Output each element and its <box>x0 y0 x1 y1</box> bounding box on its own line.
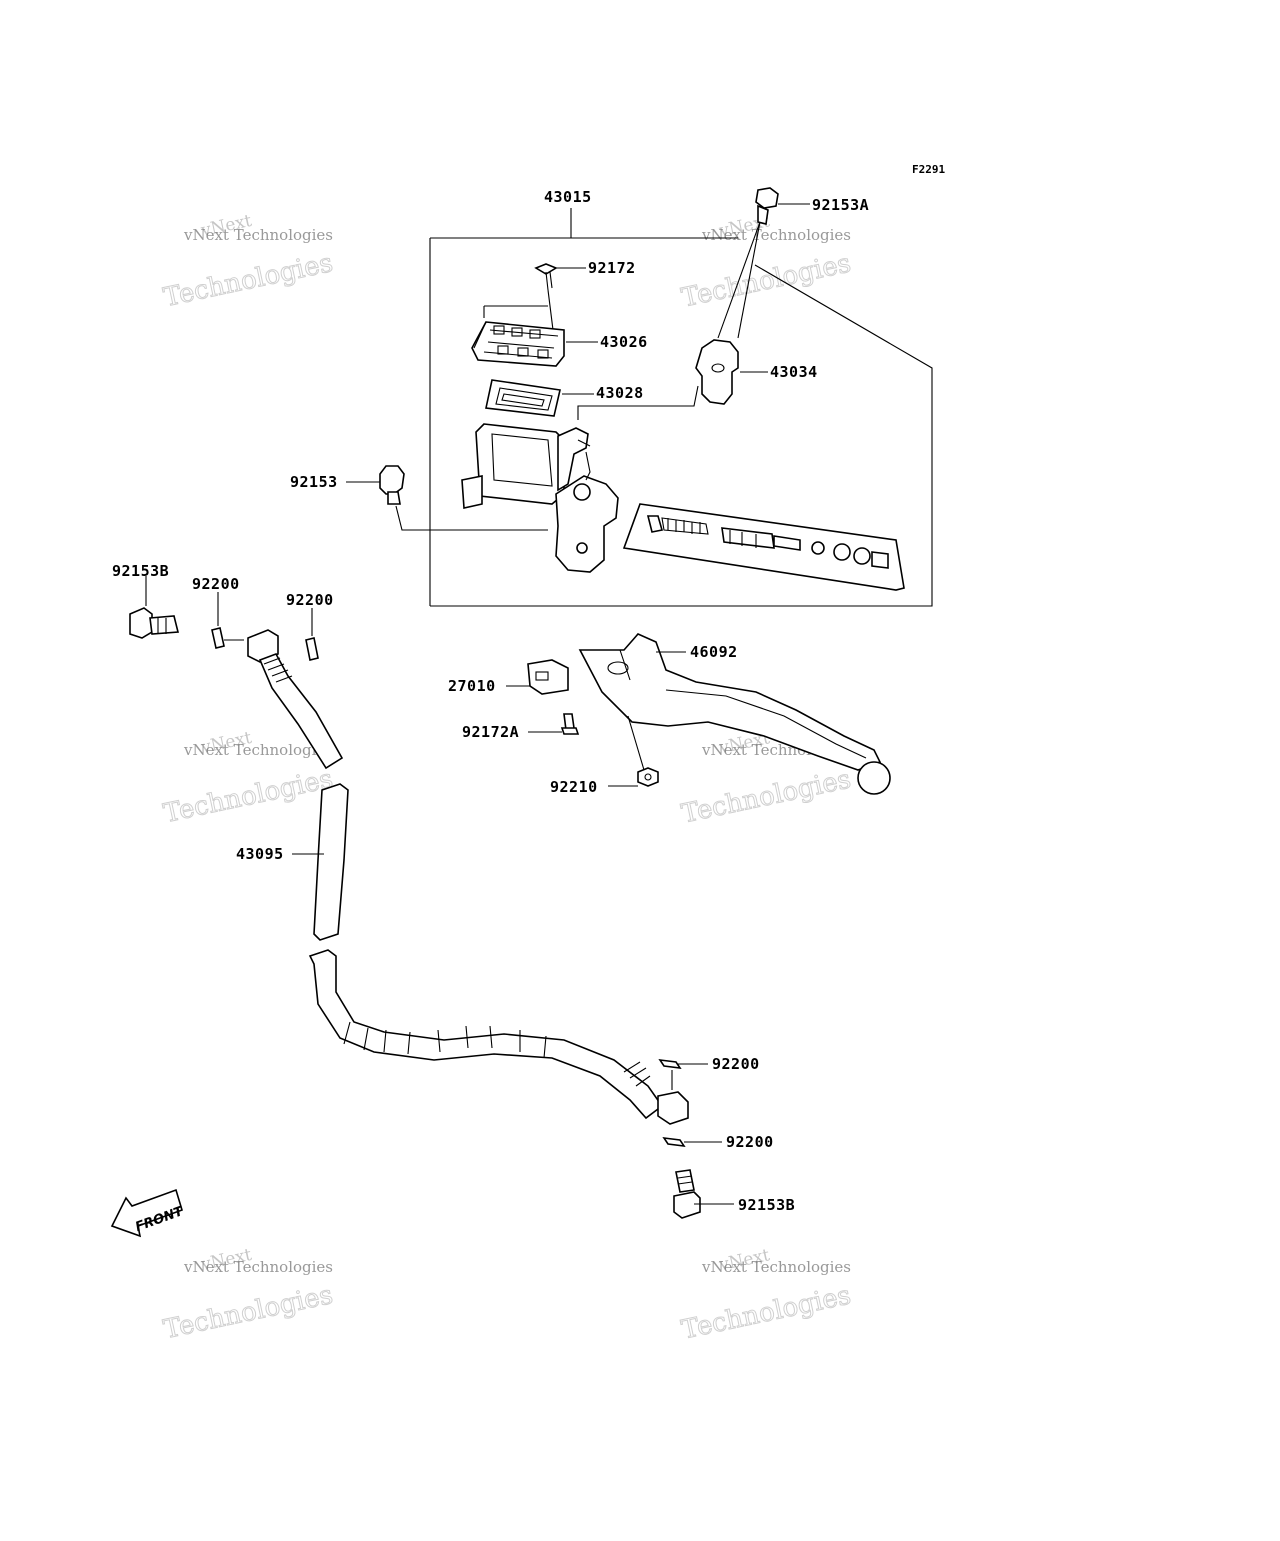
svg-text:Technologies: Technologies <box>161 248 336 313</box>
diaphragm-43028 <box>485 379 594 417</box>
hose-lower-fitting <box>657 1091 689 1125</box>
bolt-92153 <box>346 465 548 531</box>
watermark-top-right: vNext vNext Technologies Technologies <box>678 211 854 314</box>
svg-text:vNext Technologies: vNext Technologies <box>183 741 333 759</box>
callout-92200-c: 92200 <box>712 1055 760 1073</box>
callout-92200-a: 92200 <box>192 575 240 593</box>
hose-43095 <box>292 783 664 1120</box>
holder-43034 <box>577 339 768 420</box>
callout-92153A: 92153A <box>812 196 869 214</box>
switch-27010 <box>506 659 569 695</box>
screw-92172A <box>528 713 580 735</box>
svg-text:Technologies: Technologies <box>679 764 854 829</box>
callout-43095: 43095 <box>236 845 284 863</box>
watermark-bottom-right: vNext vNext Technologies Technologies <box>678 1245 854 1346</box>
callout-43028: 43028 <box>596 384 644 402</box>
washer-92200-a <box>211 592 244 649</box>
washer-92200-b <box>305 608 319 661</box>
callout-92172: 92172 <box>588 259 636 277</box>
callout-92172A: 92172A <box>462 723 519 741</box>
master-cylinder-body <box>461 423 619 573</box>
banjo-bolt-92153B-bottom <box>673 1169 734 1219</box>
svg-text:Technologies: Technologies <box>679 1280 854 1345</box>
reservoir-cap-43026 <box>471 305 598 367</box>
callout-43026: 43026 <box>600 333 648 351</box>
front-direction-arrow: FRONT <box>110 1188 186 1238</box>
callout-92200-b: 92200 <box>286 591 334 609</box>
banjo-bolt-92153B-top <box>129 576 180 639</box>
callout-92153: 92153 <box>290 473 338 491</box>
callout-92210: 92210 <box>550 778 598 796</box>
callout-92200-d: 92200 <box>726 1133 774 1151</box>
callout-92153B-top: 92153B <box>112 562 169 580</box>
callout-43015: 43015 <box>544 188 592 206</box>
watermark-top-left: vNext vNext Technologies Technologies <box>160 211 336 314</box>
svg-text:vNext Technologies: vNext Technologies <box>701 226 851 244</box>
piston-kit <box>622 503 905 591</box>
callout-46092: 46092 <box>690 643 738 661</box>
callout-43034: 43034 <box>770 363 818 381</box>
assembly-frame-43015 <box>429 208 933 607</box>
callout-92153B-bottom: 92153B <box>738 1196 795 1214</box>
screw-92172 <box>534 263 586 339</box>
lever-46092 <box>578 633 891 795</box>
watermark-bottom-left: vNext vNext Technologies Technologies <box>160 1245 336 1346</box>
hose-upper-fitting <box>247 629 344 770</box>
washer-92200-c <box>658 1058 708 1090</box>
svg-text:vNext Technologies: vNext Technologies <box>701 1258 851 1276</box>
svg-text:vNext Technologies: vNext Technologies <box>183 1258 333 1276</box>
svg-text:vNext Technologies: vNext Technologies <box>183 226 333 244</box>
svg-text:Technologies: Technologies <box>161 1280 336 1345</box>
screw-92153A <box>717 187 810 339</box>
callout-27010: 27010 <box>448 677 496 695</box>
figure-code: F2291 <box>912 163 945 176</box>
nut-92210 <box>608 767 659 787</box>
svg-text:Technologies: Technologies <box>679 248 854 313</box>
svg-text:Technologies: Technologies <box>161 764 336 829</box>
washer-92200-d <box>662 1136 722 1148</box>
